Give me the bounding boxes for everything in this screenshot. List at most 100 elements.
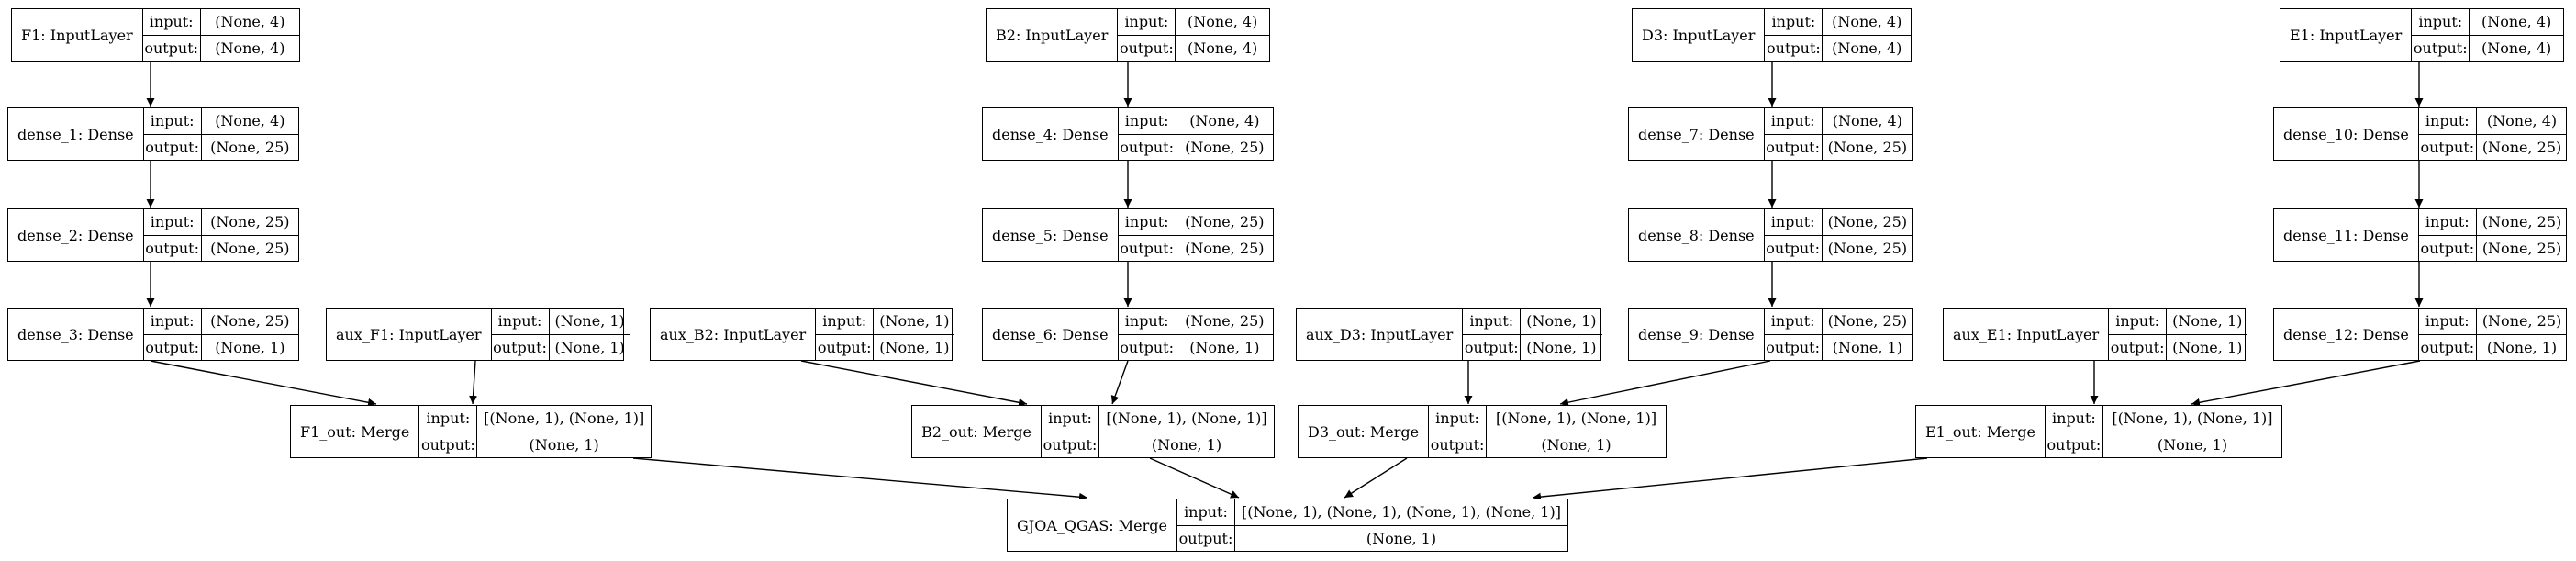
input-label: input: [1119, 108, 1176, 134]
layer-name: F1_out: Merge [291, 406, 420, 457]
output-shape: (None, 25) [2481, 239, 2562, 257]
output-row: output:(None, 1) [2418, 333, 2568, 360]
input-shape: (None, 25) [2481, 312, 2562, 331]
layer-shapes: input:(None, 25)output:(None, 1) [1764, 309, 1913, 360]
output-label: output: [1765, 134, 1823, 160]
layer-shapes: input:(None, 4)output:(None, 4) [2412, 9, 2563, 61]
input-label: input: [2109, 309, 2168, 334]
edge-dense-9-to-d3-out [1559, 360, 1771, 407]
output-row: output:(None, 1) [1118, 333, 1273, 360]
output-shape: (None, 4) [1188, 39, 1258, 57]
input-label: input: [1765, 9, 1823, 35]
layer-shapes: input:[(None, 1), (None, 1)]output: (None… [1429, 406, 1666, 457]
input-row: input:(None, 4) [2412, 9, 2563, 35]
input-label: input: [144, 309, 202, 334]
layer-name: aux_E1: InputLayer [1944, 309, 2110, 360]
input-row: input:(None, 1) [1463, 309, 1601, 334]
input-shape: [(None, 1), (None, 1)] [484, 410, 645, 428]
output-shape: (None, 25) [1185, 239, 1265, 257]
layer-name: dense_2: Dense [8, 209, 144, 261]
output-shape: (None, 1) [554, 338, 625, 356]
input-shape: (None, 4) [215, 13, 285, 31]
layer-name: dense_8: Dense [1629, 209, 1765, 261]
layer-shapes: input:[(None, 1), (None, 1), (None, 1), … [1176, 499, 1567, 551]
input-label: input: [143, 9, 201, 35]
input-label: input: [144, 209, 202, 235]
output-shape: (None, 4) [1832, 39, 1902, 57]
input-row: input:(None, 4) [144, 108, 298, 134]
input-label: input: [1765, 108, 1823, 134]
output-row: output:(None, 1) [1042, 431, 1274, 457]
input-shape: (None, 1) [1526, 312, 1597, 331]
output-row: output:(None, 1) [143, 333, 298, 360]
output-label: output: [143, 35, 201, 61]
edge-dense-6-to-b2-out [1110, 360, 1129, 405]
input-shape: (None, 25) [1185, 312, 1265, 331]
output-row: output:(None, 1) [1176, 524, 1567, 551]
output-label: output: [1765, 35, 1823, 61]
layer-name: B2_out: Merge [912, 406, 1042, 457]
output-shape: (None, 1) [2486, 338, 2558, 356]
input-row: input:(None, 25) [1119, 309, 1273, 334]
layer-name: GJOA_QGAS: Merge [1008, 499, 1177, 551]
input-shape: (None, 25) [2481, 213, 2562, 231]
output-row: output:(None, 1) [491, 333, 630, 360]
edge-f1-out-to-gjoa-qgas [632, 457, 1088, 501]
input-shape: (None, 25) [1827, 312, 1908, 331]
output-shape: (None, 1) [879, 338, 950, 356]
layer-name: E1_out: Merge [1916, 406, 2046, 457]
layer-shapes: input:(None, 4)output:(None, 25) [2418, 108, 2568, 160]
input-row: input:(None, 25) [1765, 309, 1912, 334]
input-label: input: [1119, 209, 1176, 235]
output-row: output:(None, 25) [1764, 234, 1913, 261]
layer-shapes: input: (None, 4)output: (None, 4) [1765, 9, 1911, 61]
input-label: input: [2419, 108, 2477, 134]
output-shape: (None, 25) [210, 239, 290, 257]
output-row: output:(None, 1) [419, 431, 651, 457]
layer-shapes: input:[(None, 1), (None, 1)]output:(None… [419, 406, 651, 457]
input-row: input:[(None, 1), (None, 1)] [1042, 406, 1274, 432]
input-shape: (None, 1) [879, 312, 950, 331]
input-shape: (None, 4) [1189, 112, 1260, 130]
output-row: output: (None, 4) [1765, 34, 1911, 61]
input-label: input: [1765, 309, 1823, 334]
output-shape: (None, 1) [1541, 435, 1611, 454]
output-label: output: [1119, 134, 1176, 160]
input-label: input: [144, 108, 202, 134]
layer-name: dense_4: Dense [983, 108, 1119, 160]
output-row: output:(None, 4) [1118, 34, 1269, 61]
output-row: output:(None, 1) [2045, 431, 2281, 457]
input-label: input: [492, 309, 550, 334]
output-shape: (None, 1) [1151, 435, 1222, 454]
input-row: input: (None, 4) [1119, 108, 1273, 134]
output-row: output:(None, 4) [142, 34, 299, 61]
output-row: output:(None, 25) [2418, 133, 2568, 160]
input-row: input:(None, 25) [144, 309, 298, 334]
layer-shapes: input: (None, 25)output:(None, 25) [1118, 209, 1273, 261]
output-row: output:(None, 4) [2412, 34, 2563, 61]
input-label: input: [816, 309, 875, 334]
output-row: output:(None, 25) [1118, 234, 1273, 261]
layer-shapes: input:(None, 4)output:(None, 25) [1118, 108, 1273, 160]
output-label: output: [2419, 235, 2477, 261]
output-label: output: [1429, 432, 1488, 457]
input-row: input:[(None, 1), (None, 1)] [1429, 406, 1666, 432]
input-row: input:(None, 4) [1118, 9, 1269, 35]
layer-name: F1: InputLayer [12, 9, 143, 61]
output-label: output: [2419, 134, 2477, 160]
output-label: output: [1119, 334, 1176, 360]
layer-name: aux_F1: InputLayer [327, 309, 492, 360]
layer-shapes: input:[(None, 1), (None, 1)]output:(None… [1042, 406, 1274, 457]
layer-name: E1: InputLayer [2280, 9, 2413, 61]
